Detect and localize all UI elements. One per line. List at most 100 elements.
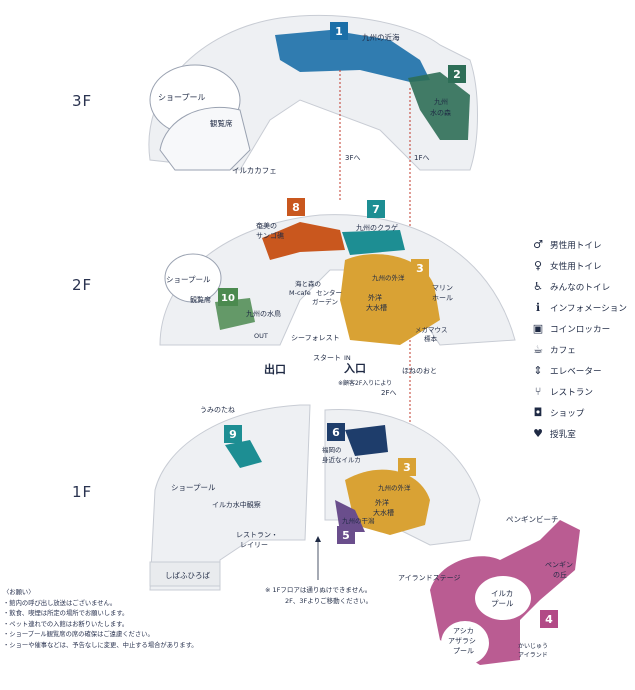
label-marine-line1: マリン — [432, 284, 453, 292]
label-zone-3-2f-arc: 九州の外洋 — [372, 273, 405, 282]
legend-label: レストラン — [550, 387, 593, 398]
zone-badge-10 — [218, 288, 238, 306]
shop-icon: ◘ — [533, 406, 543, 419]
note-line: ・館内の呼び出し放送はございません。 — [3, 599, 117, 607]
nursing-icon: ♥ — [533, 427, 543, 440]
zone-5-area — [335, 500, 365, 532]
zone-badge-7 — [367, 200, 385, 218]
legend-label: インフォメーション — [550, 303, 627, 314]
zone-number-9: 9 — [229, 428, 237, 441]
note-line: ・飲食、喫煙は所定の場所でお願いします。 — [3, 610, 129, 618]
cafe-icon: ☕ — [533, 343, 543, 356]
zone-badge-3-2f — [411, 259, 429, 277]
label-floor-note-line2: 2F、3Fよりご移動ください。 — [285, 596, 372, 605]
label-zone-9: うみのたね — [200, 406, 235, 414]
floor-2f-plan: ショープール 観覧席 奄美の サンゴ礁 九州のクラゲ 海と森の M-cafe セ… — [159, 198, 516, 397]
zone-number-3-2f: 3 — [416, 262, 424, 275]
label-cafe-3f: イルカカフェ — [232, 166, 277, 175]
male-icon: ♂ — [533, 238, 543, 251]
label-marine-line2: ホール — [432, 294, 453, 302]
label-learning-line2: M-cafe — [289, 289, 311, 297]
zone-1-area — [275, 30, 430, 82]
legend-item: ☕ カフェ — [530, 339, 634, 360]
label-learning-line3: センター — [316, 288, 342, 297]
label-sealion-line3: プール — [453, 647, 474, 655]
zone-number-6: 6 — [332, 426, 340, 439]
label-zone-8-line1: 奄美の — [256, 221, 277, 230]
stands-3f — [159, 106, 251, 171]
label-show-pool-1f: ショープール — [171, 483, 216, 492]
zone-2-area — [408, 72, 470, 140]
zone-badge-6 — [327, 423, 345, 441]
label-exit: 出口 — [264, 362, 286, 376]
label-kids-line2: アイランド — [518, 652, 548, 659]
dolphin-pool — [475, 576, 531, 620]
label-floor-note-line1: ※ 1Fフロアは通りぬけできません。 — [265, 585, 371, 594]
label-megamouth-line2: 標本 — [424, 334, 438, 343]
label-to-2f: 2Fへ — [381, 389, 396, 397]
legend-label: エレベーター — [550, 366, 602, 377]
label-forest: シーフォレスト — [291, 334, 340, 342]
label-to-1f: 1Fへ — [414, 154, 429, 162]
zone-number-2: 2 — [453, 68, 461, 81]
elevator-icon: ⇕ — [533, 364, 543, 377]
label-zone-5-arc: 九州の干潟 — [342, 516, 375, 525]
legend-label: 授乳室 — [550, 429, 576, 440]
label-hone: ほねのおと — [402, 367, 437, 375]
legend-label: みんなのトイレ — [550, 282, 611, 293]
label-kids-line1: かいじゅう — [518, 643, 548, 650]
zone-number-5: 5 — [342, 529, 350, 542]
label-entry-note: ※顧客2F入りにより — [338, 379, 392, 387]
label-zone-3-1f-arc: 九州の外洋 — [378, 483, 411, 492]
notes: 〈お願い〉 ・館内の呼び出し放送はございません。 ・飲食、喫煙は所定の場所でお願… — [3, 588, 203, 652]
label-megamouth-line1: メガマウス — [415, 325, 448, 334]
legend-label: 男性用トイレ — [550, 240, 602, 251]
label-zone-7: 九州のクラゲ — [356, 223, 398, 232]
legend-item: ℹ インフォメーション — [530, 297, 634, 318]
zone-9-area — [225, 440, 262, 468]
label-zone-6-line2: 身近なイルカ — [322, 455, 361, 464]
zone-badge-3-1f — [398, 458, 416, 476]
label-dolphin-pool-line1: イルカ — [491, 589, 513, 598]
label-penguin-beach: ペンギンビーチ — [506, 515, 559, 524]
legend-label: カフェ — [550, 345, 576, 356]
zone-badge-5 — [337, 526, 355, 544]
zone-number-10: 10 — [221, 293, 235, 304]
legend-item: ◘ショップ — [530, 402, 634, 423]
label-underwater: イルカ水中観察 — [212, 500, 261, 509]
zone-3-area-1f — [345, 469, 430, 535]
restaurant-icon: ⑂ — [534, 385, 542, 398]
label-show-pool-2f: ショープール — [166, 275, 211, 284]
note-line: ・ショープール観覧席の席の確保はご遠慮ください。 — [3, 631, 154, 639]
label-zone-8-line2: サンゴ礁 — [256, 231, 284, 240]
label-show-pool-3f: ショープール — [158, 93, 206, 102]
label-restaurant-line1: レストラン・ — [236, 531, 278, 539]
notes-title: 〈お願い〉 — [3, 589, 35, 596]
floor-1f-plan: うみのたね ショープール イルカ水中観察 レストラン・ レイリー しばふひろば … — [149, 404, 580, 665]
label-restaurant-line2: レイリー — [240, 541, 268, 549]
show-pool-2f — [164, 253, 222, 303]
label-sealion-line1: アシカ — [453, 627, 474, 635]
label-stands-2f: 観覧席 — [190, 295, 211, 304]
label-zone-3-2f-line2: 大水槽 — [366, 303, 387, 312]
zone-badge-1 — [330, 22, 348, 40]
legend-item: ♥ 授乳室 — [530, 423, 634, 444]
zone-8-area — [262, 222, 345, 260]
zone-badge-4 — [540, 610, 558, 628]
label-to-3f: 3Fへ — [345, 154, 360, 162]
information-icon: ℹ — [535, 301, 541, 314]
label-zone-2-line1: 九州 — [434, 97, 448, 106]
zone-number-3-1f: 3 — [403, 461, 411, 474]
label-zone-3-1f-line2: 大水槽 — [373, 508, 394, 517]
label-shiba: しばふひろば — [165, 571, 210, 580]
locker-icon: ▣ — [532, 322, 544, 335]
legend-label: 女性用トイレ — [550, 261, 602, 272]
legend-item: ⇕ エレベーター — [530, 360, 634, 381]
legend-label: コインロッカー — [550, 324, 611, 335]
zone-badge-9 — [224, 425, 242, 443]
legend-item: ♿みんなのトイレ — [530, 276, 634, 297]
label-learning-line4: ガーデン — [312, 297, 338, 306]
lawn-plaza — [149, 561, 221, 587]
label-start: スタート — [313, 353, 341, 362]
label-learning-line1: 海と森の — [295, 279, 321, 288]
